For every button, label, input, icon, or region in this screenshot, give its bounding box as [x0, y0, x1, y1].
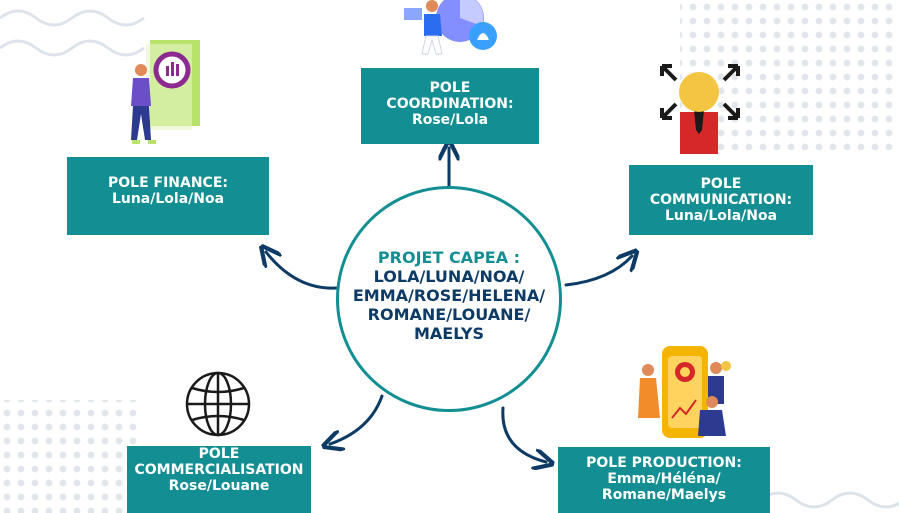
project-members-line-3: ROMANE/LOUANE/ — [367, 304, 531, 324]
pole-commercialisation-box: POLE COMMERCIALISATION Rose/Louane — [127, 446, 311, 513]
dots-bottom-left — [0, 400, 140, 513]
pole-production-members-2: Romane/Maelys — [601, 487, 727, 503]
arrow-to-commercialisation — [330, 394, 384, 444]
arrow-to-production — [501, 406, 546, 462]
pole-commercialisation-line-1: POLE — [198, 446, 240, 462]
pole-coordination-members: Rose/Lola — [411, 112, 489, 128]
project-hub-circle: PROJET CAPEA : LOLA/LUNA/NOA/ EMMA/ROSE/… — [336, 186, 562, 412]
finance-report-icon — [131, 40, 200, 144]
pole-production-box: POLE PRODUCTION: Emma/Héléna/ Romane/Mae… — [558, 447, 770, 513]
waves-bottom-right — [759, 491, 899, 509]
pole-finance-box: POLE FINANCE: Luna/Lola/Noa — [67, 157, 269, 235]
pole-communication-line-1: POLE — [700, 176, 742, 192]
pole-commercialisation-line-2: COMMERCIALISATION — [134, 462, 304, 478]
pole-finance-title: POLE FINANCE: — [108, 175, 228, 191]
pole-communication-line-2: COMMUNICATION: — [649, 192, 793, 208]
pole-commercialisation-members: Rose/Louane — [168, 478, 270, 494]
project-title: PROJET CAPEA : — [377, 247, 521, 267]
pole-coordination-box: POLE COORDINATION: Rose/Lola — [361, 68, 539, 144]
pole-communication-members: Luna/Lola/Noa — [664, 208, 778, 224]
team-phone-icon — [638, 346, 731, 438]
pole-communication-box: POLE COMMUNICATION: Luna/Lola/Noa — [629, 165, 813, 235]
communication-person-arrows-icon — [660, 64, 740, 154]
arrow-to-communication — [564, 256, 632, 287]
pole-coordination-line-2: COORDINATION: — [386, 96, 514, 112]
project-members-line-1: LOLA/LUNA/NOA/ — [373, 266, 525, 286]
globe-icon — [185, 371, 251, 437]
arrow-to-finance — [266, 252, 338, 290]
project-members-line-4: MAELYS — [413, 323, 485, 343]
waves-top-left — [0, 9, 145, 57]
pole-finance-members: Luna/Lola/Noa — [111, 191, 225, 207]
pole-coordination-line-1: POLE — [429, 80, 471, 96]
pole-production-members-1: Emma/Héléna/ — [607, 471, 721, 487]
presentation-people-icon — [404, 0, 497, 55]
project-members-line-2: EMMA/ROSE/HELENA/ — [352, 285, 546, 305]
pole-production-title: POLE PRODUCTION: — [586, 455, 742, 471]
